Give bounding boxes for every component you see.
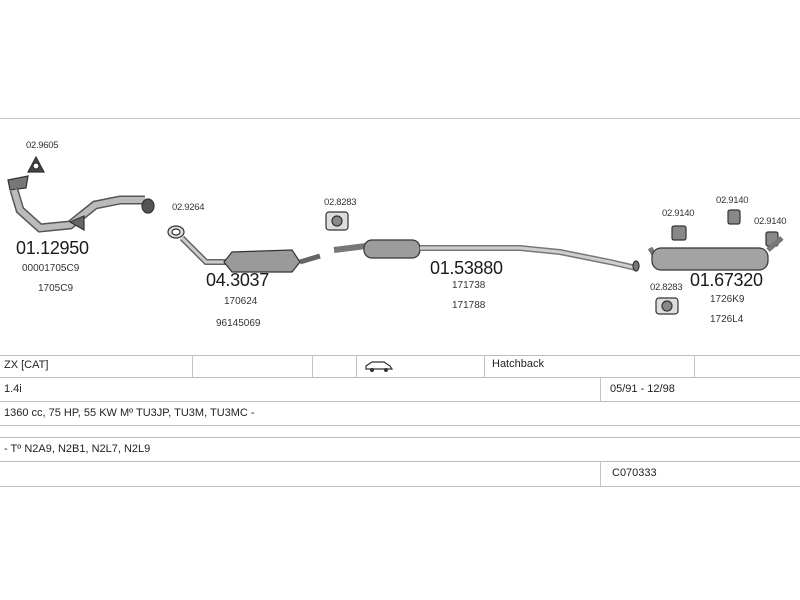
fixing-02-9264-label: 02.9264 [172,202,205,213]
part-ref-171738: 171738 [452,280,486,291]
part-code-01-67320[interactable]: 01.67320 [690,270,763,290]
middle-silencer-icon [333,239,640,272]
part-ref-1726k9: 1726K9 [710,294,745,305]
body-type-cell: Hatchback [492,358,544,370]
table-row-type-codes: - Tº N2A9, N2B1, N2L7, N2L9 [0,437,800,462]
fixing-02-9140-label-1: 02.9140 [662,208,695,219]
engine-cell: 1.4i [4,383,22,395]
model-cell: ZX [CAT] [4,359,49,371]
part-ref-96145069: 96145069 [216,318,261,329]
rubber-mount-icon-2 [655,297,679,315]
gasket-icon-1 [27,155,45,173]
table-row-engine-details: 1360 cc, 75 HP, 55 KW Mº TU3JP, TU3M, TU… [0,401,800,426]
part-ref-170624: 170624 [224,296,258,307]
part-ref-1705c9: 1705C9 [38,283,74,294]
part-ref-1726l4: 1726L4 [710,314,744,325]
hanger-icon-2 [727,209,741,225]
fixing-02-8283-label-2: 02.8283 [650,282,683,293]
exhaust-diagram [7,155,784,315]
catalyst-icon [179,235,321,273]
fixing-02-9140-label-3: 02.9140 [754,216,787,227]
table-row-engine: 1.4i 05/91 - 12/98 [0,377,800,402]
table-row-catalog: C070333 [0,461,800,487]
hanger-icon-1 [671,225,687,241]
part-code-04-3037[interactable]: 04.3037 [206,270,269,290]
part-ref-00001705c9: 00001705C9 [22,263,80,274]
part-code-01-53880[interactable]: 01.53880 [430,258,503,278]
car-hatchback-icon [364,359,394,376]
table-row-spacer [0,425,800,438]
top-border-line [0,118,800,119]
fixing-02-8283-label-1: 02.8283 [324,197,357,208]
fixing-02-9140-label-2: 02.9140 [716,195,749,206]
downpipe-icon [7,175,155,233]
part-code-01-12950[interactable]: 01.12950 [16,238,89,258]
rear-silencer-icon [647,236,784,271]
ring-gasket-icon [167,225,185,239]
engine-details-cell: 1360 cc, 75 HP, 55 KW Mº TU3JP, TU3M, TU… [4,407,255,419]
fixing-02-9605-label: 02.9605 [26,140,59,151]
catalog-code-cell: C070333 [612,467,657,479]
part-ref-171788: 171788 [452,300,486,311]
years-cell: 05/91 - 12/98 [610,383,675,395]
rubber-mount-icon-1 [325,211,349,231]
table-row-model: ZX [CAT] Hatchback [0,355,800,378]
type-codes-cell: - Tº N2A9, N2B1, N2L7, N2L9 [4,443,151,455]
